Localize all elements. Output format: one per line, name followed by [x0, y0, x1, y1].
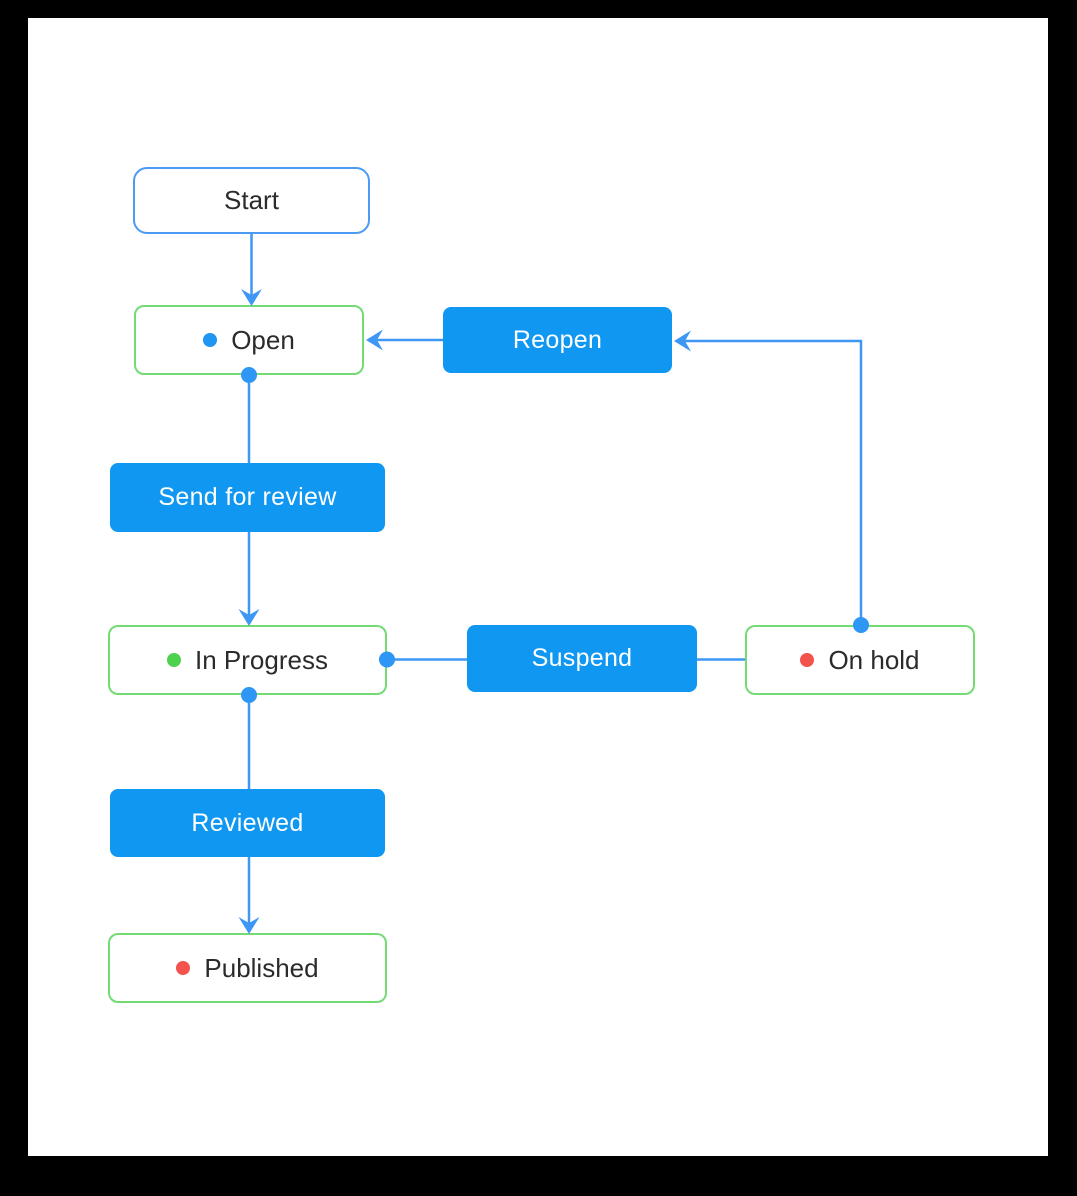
- action-send-for-review[interactable]: Send for review: [110, 463, 385, 532]
- state-open[interactable]: Open: [134, 305, 364, 375]
- action-suspend[interactable]: Suspend: [467, 625, 697, 692]
- state-on-hold[interactable]: On hold: [745, 625, 975, 695]
- state-published-label: Published: [204, 952, 319, 983]
- status-dot-green-icon: [167, 653, 182, 667]
- state-on-hold-label: On hold: [828, 644, 920, 675]
- action-reviewed[interactable]: Reviewed: [110, 789, 385, 857]
- action-reviewed-label: Reviewed: [191, 808, 304, 837]
- state-start-label: Start: [224, 185, 279, 215]
- action-reopen-label: Reopen: [512, 325, 603, 354]
- action-send-for-review-label: Send for review: [158, 483, 337, 511]
- status-dot-red-icon: [176, 961, 191, 975]
- arrowhead-into-reopen: [674, 330, 691, 352]
- status-dot-blue-icon: [203, 333, 218, 347]
- arrowhead-into-in-progress: [238, 609, 260, 626]
- arrowhead-into-published: [238, 917, 260, 934]
- state-open-label: Open: [231, 324, 295, 355]
- action-reopen[interactable]: Reopen: [443, 307, 672, 373]
- edge-on-hold-to-reopen: [685, 339, 863, 625]
- state-in-progress-label: In Progress: [195, 644, 328, 675]
- state-in-progress[interactable]: In Progress: [108, 625, 387, 695]
- action-suspend-label: Suspend: [531, 644, 633, 672]
- arrowhead-into-open: [241, 289, 262, 306]
- diagram-canvas: Start Open Reopen Send for review In Pro…: [28, 18, 1048, 1156]
- status-dot-red-icon: [800, 653, 815, 667]
- arrowhead-into-open-right: [366, 329, 383, 351]
- state-start[interactable]: Start: [133, 167, 370, 234]
- state-published[interactable]: Published: [108, 933, 387, 1003]
